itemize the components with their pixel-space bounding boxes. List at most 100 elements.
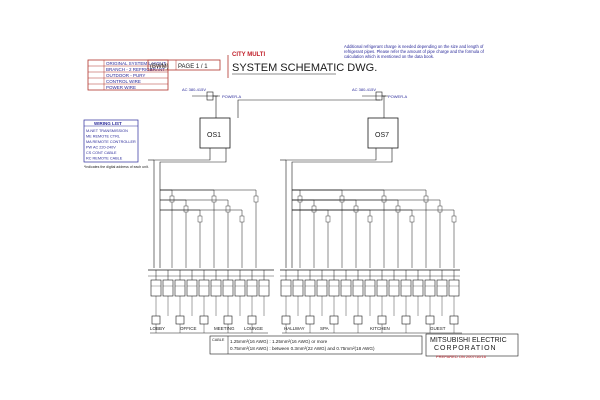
legend-row: M-NET TRANSMISSION — [86, 129, 128, 133]
company-name: MITSUBISHI ELECTRIC — [430, 337, 507, 344]
title-block-row: OUTDOOR - PURY — [106, 73, 145, 78]
group-labels: LOBBY OFFICE MEETING LOUNGE HALLWAY SPA … — [150, 326, 446, 331]
header-rails — [148, 269, 460, 277]
indoor-unit — [400, 270, 412, 316]
branch-tap — [160, 189, 175, 268]
group-label: GUEST — [430, 326, 446, 331]
group-label: SPA — [320, 326, 329, 331]
outdoor-unit-os1: AC 380-415V POWER-A OS1 — [182, 87, 241, 149]
remote-controller — [329, 315, 339, 333]
group-label: HALLWAY — [284, 326, 305, 331]
branch-tap — [292, 189, 303, 268]
remote-controller — [353, 315, 363, 333]
cable-notes: CABLE 1.25mm²(16 AWG) : 1.25mm²(16 AWG) … — [209, 335, 423, 355]
remote-controller — [247, 315, 257, 333]
indoor-unit — [388, 270, 400, 316]
page-number: PAGE 1 / 1 — [178, 64, 208, 70]
legend-row: MA REMOTE CONTROLLER — [86, 140, 136, 144]
indoor-unit — [210, 270, 222, 316]
drawing-title: SYSTEM SCHEMATIC DWG. — [232, 62, 377, 74]
power-label: AC 380-415V — [182, 87, 206, 92]
remote-controller — [281, 315, 291, 333]
remote-controller — [199, 315, 209, 333]
title-block: ORIGINAL SYSTEM LAYOUT BRANCH - 2 REFRIG… — [87, 44, 484, 91]
remote-controller — [151, 315, 161, 333]
branch-tap — [160, 189, 217, 268]
indoor-unit — [234, 270, 246, 316]
indoor-unit — [436, 270, 448, 316]
cable-note-line: 0.75mm²(18 AWG) : between 0.3mm²(22 AWG)… — [230, 346, 375, 351]
legend-row: PW AC 220-240V — [86, 146, 116, 150]
title-block-row: POWER WIRE — [106, 85, 136, 90]
indoor-unit — [376, 270, 388, 316]
indoor-unit — [174, 270, 186, 316]
branch-tap — [292, 209, 331, 268]
remote-controller — [305, 315, 315, 333]
indoor-unit — [186, 270, 198, 316]
legend-row: RC REMOTE CABLE — [86, 157, 123, 161]
title-block-row: CONTROL WIRE — [106, 79, 141, 84]
title-block-row: ORIGINAL SYSTEM LAYOUT — [106, 61, 166, 66]
branch-tap — [292, 199, 443, 268]
branch-tap — [292, 209, 415, 268]
indoor-unit — [304, 270, 316, 316]
indoor-unit — [364, 270, 376, 316]
legend-row: ME REMOTE CTRL — [86, 135, 120, 139]
indoor-unit — [352, 270, 364, 316]
remote-controller — [401, 315, 411, 333]
indoor-unit — [448, 270, 460, 316]
branch-tap — [160, 189, 259, 268]
brand-line: CITY MULTI — [232, 52, 265, 58]
remote-controller — [377, 315, 387, 333]
group-label: KITCHEN — [370, 326, 390, 331]
indoor-unit — [150, 270, 162, 316]
refrigerant-note: Additional refrigerant charge is needed … — [344, 44, 484, 60]
power-tag: POWER-A — [222, 94, 241, 99]
remote-controller — [223, 315, 233, 333]
branch-tap — [292, 209, 373, 268]
indoor-units — [150, 270, 460, 316]
group-label: LOUNGE — [244, 326, 263, 331]
legend-header: WIRING LIST — [94, 121, 122, 126]
indoor-unit — [222, 270, 234, 316]
indoor-unit — [340, 270, 352, 316]
title-block-row: BRANCH - 2 REFRIGERANT — [106, 67, 165, 72]
power-tag: POWER-A — [388, 94, 407, 99]
cable-tag: CABLE — [212, 338, 225, 342]
cable-note-line: 1.25mm²(16 AWG) : 1.25mm²(16 AWG) or mor… — [230, 339, 328, 344]
branch-tap — [292, 189, 429, 268]
remote-controller — [425, 315, 435, 333]
company-name: CORPORATION — [434, 345, 497, 352]
indoor-unit — [316, 270, 328, 316]
prepared-date: PREPARED ON 2007/10/16 — [436, 354, 487, 359]
branch-controller-taps — [160, 189, 457, 268]
legend-row: CS CONT CABLE — [86, 151, 117, 155]
trunk-lines — [148, 148, 393, 268]
indoor-unit — [162, 270, 174, 316]
branch-tap — [160, 199, 231, 268]
outdoor-unit-box — [367, 117, 399, 149]
branch-tap — [160, 209, 203, 268]
indoor-unit — [412, 270, 424, 316]
branch-tap — [292, 209, 457, 268]
power-label: AC 380-415V — [352, 87, 376, 92]
branch-tap — [160, 209, 245, 268]
remote-controllers — [151, 315, 459, 333]
indoor-unit — [280, 270, 292, 316]
legend-footnote: *Indicates the digital address of each u… — [84, 165, 149, 169]
group-label: MEETING — [214, 326, 235, 331]
outdoor-unit-label: OS7 — [375, 132, 389, 139]
indoor-unit — [292, 270, 304, 316]
drawing-number: (BWM) — [150, 64, 169, 70]
company-block: MITSUBISHI ELECTRIC CORPORATION PREPARED… — [425, 333, 519, 359]
group-label: OFFICE — [180, 326, 197, 331]
outdoor-unit-box — [199, 117, 231, 149]
outdoor-unit-os7: AC 380-415V POWER-A OS7 — [352, 87, 407, 149]
group-label: LOBBY — [150, 326, 165, 331]
branch-tap — [292, 189, 387, 268]
indoor-unit — [424, 270, 436, 316]
outdoor-unit-label: OS1 — [207, 132, 221, 139]
indoor-unit — [246, 270, 258, 316]
indoor-unit — [258, 270, 270, 316]
